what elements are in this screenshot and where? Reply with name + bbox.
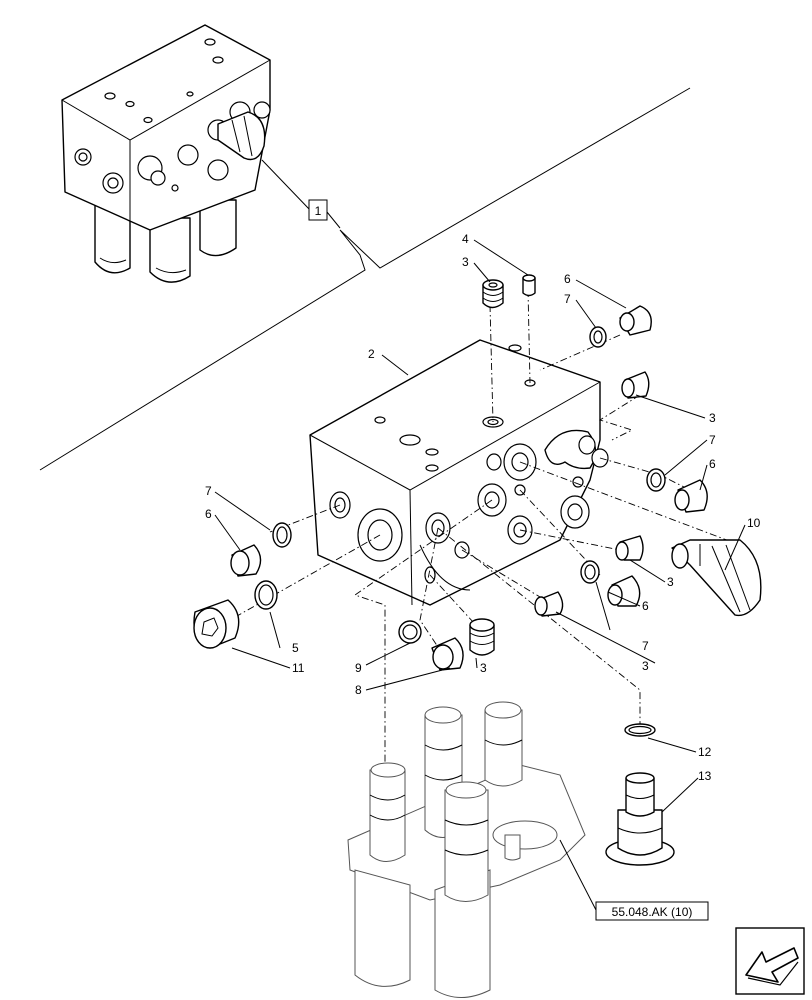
leader-lines xyxy=(214,239,746,813)
fitting-10 xyxy=(671,539,762,617)
washer-9 xyxy=(398,620,422,644)
callout-7-mid: 7 xyxy=(642,639,649,653)
plug-3-bottom xyxy=(469,618,495,656)
callout-1: 1 xyxy=(308,199,341,229)
plug-6-right xyxy=(674,479,708,513)
callout-7-right: 7 xyxy=(709,433,716,447)
assembled-valve-inset xyxy=(61,24,311,283)
plug-3-right xyxy=(621,371,650,399)
callout-3-top: 3 xyxy=(462,255,469,269)
callout-6-mid: 6 xyxy=(642,599,649,613)
callout-8: 8 xyxy=(355,683,362,697)
arrow-icon xyxy=(735,927,805,995)
callout-5: 5 xyxy=(292,641,299,655)
washer-7-mid xyxy=(580,560,600,584)
o-ring-12 xyxy=(624,723,656,737)
separator-line xyxy=(39,87,691,471)
callout-12: 12 xyxy=(698,745,712,759)
washer-7-right xyxy=(646,468,666,492)
plug-11 xyxy=(193,599,240,649)
callout-2: 2 xyxy=(368,347,375,361)
callout-6-right: 6 xyxy=(709,457,716,471)
callout-6-top: 6 xyxy=(564,272,571,286)
callout-11: 11 xyxy=(292,661,305,675)
callout-13: 13 xyxy=(698,769,712,783)
callout-7-left: 7 xyxy=(205,484,212,498)
cartridge-13 xyxy=(605,772,675,866)
washer-7-left xyxy=(272,522,292,548)
plug-8 xyxy=(431,637,464,671)
washer-7-top xyxy=(589,326,607,348)
callout-3-lower: 3 xyxy=(642,659,649,673)
washer-5 xyxy=(254,580,278,610)
callout-10: 10 xyxy=(747,516,761,530)
callout-7-top: 7 xyxy=(564,292,571,306)
plug-3-mid xyxy=(615,535,644,561)
plug-3-top xyxy=(482,279,504,309)
plug-6-mid xyxy=(607,575,641,607)
valve-block xyxy=(309,339,609,606)
callout-6-left: 6 xyxy=(205,507,212,521)
callout-9: 9 xyxy=(355,661,362,675)
assembly-centerlines xyxy=(229,289,741,770)
reference-label: 55.048.AK (10) xyxy=(612,905,693,919)
plug-3-lower xyxy=(534,591,564,617)
cartridge-base-assembly xyxy=(347,701,586,998)
pin-4 xyxy=(522,274,536,297)
plug-6-top xyxy=(619,305,652,336)
reference-box: 55.048.AK (10) xyxy=(559,839,709,921)
plug-6-left xyxy=(230,544,262,577)
callout-3-mid: 3 xyxy=(667,575,674,589)
callout-3-right: 3 xyxy=(709,411,716,425)
callout-4: 4 xyxy=(462,232,469,246)
svg-text:1: 1 xyxy=(315,204,322,218)
callout-labels: 2 4 3 6 7 3 7 6 10 7 6 5 11 3 6 7 3 3 9 … xyxy=(205,232,761,783)
callout-3-bottom: 3 xyxy=(480,661,487,675)
